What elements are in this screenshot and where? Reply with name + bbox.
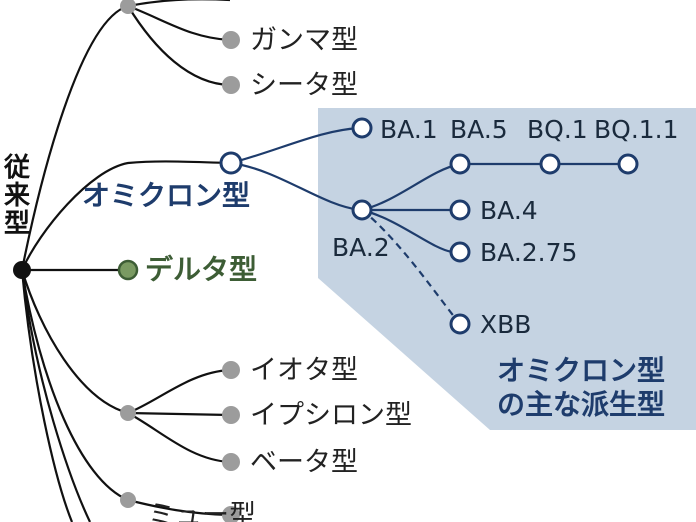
ba275-label: BA.2.75 bbox=[480, 238, 577, 267]
omicron-nodes bbox=[219, 117, 639, 335]
bq11-label: BQ.1.1 bbox=[594, 115, 679, 144]
ba2-label: BA.2 bbox=[332, 233, 390, 262]
ba1-label: BA.1 bbox=[380, 115, 438, 144]
root-label-text: 従来型 bbox=[3, 153, 31, 239]
root-branches bbox=[20, 0, 231, 522]
omicron-derivatives-panel bbox=[318, 108, 696, 430]
xbb-label: XBB bbox=[480, 310, 531, 339]
omicron-label: オミクロン型 bbox=[82, 179, 250, 212]
iota-label: イオタ型 bbox=[250, 355, 358, 386]
caption-line1: オミクロン型 bbox=[497, 354, 665, 387]
ba5-label: BA.5 bbox=[450, 115, 508, 144]
delta-node bbox=[117, 259, 139, 281]
gray-nodes bbox=[120, 0, 240, 522]
gamma-label: ガンマ型 bbox=[250, 25, 358, 56]
delta-label: デルタ型 bbox=[145, 253, 257, 286]
epsilon-label: イプシロン型 bbox=[250, 400, 412, 431]
ba4-label: BA.4 bbox=[480, 196, 538, 225]
bq1-label: BQ.1 bbox=[527, 115, 588, 144]
mu-label: ミュー型 bbox=[148, 500, 256, 522]
caption-line2: の主な派生型 bbox=[497, 388, 665, 421]
beta-label: ベータ型 bbox=[250, 447, 358, 478]
root-label: 従来型 bbox=[3, 153, 31, 239]
theta-label: シータ型 bbox=[250, 70, 358, 101]
root-node bbox=[13, 261, 31, 279]
